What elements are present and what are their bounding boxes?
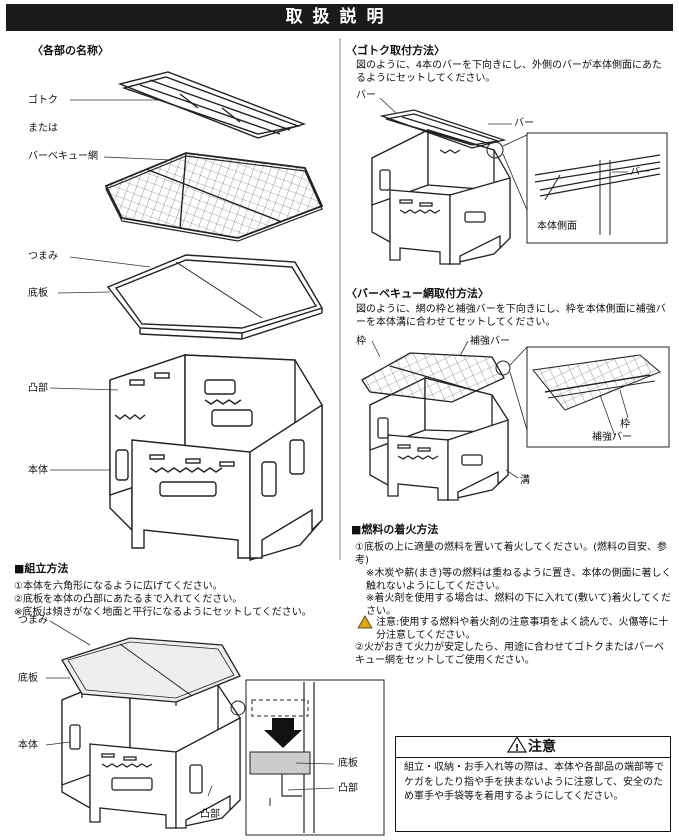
net-detail-label-frame: 枠 xyxy=(620,419,630,430)
warning-icon xyxy=(357,615,373,629)
gotoku-install-illustration xyxy=(371,109,511,265)
ignition-heading: ■燃料の着火方法 xyxy=(351,523,439,536)
gotoku-label-bar-detail: バー xyxy=(630,167,650,178)
label-knob: つまみ xyxy=(28,251,58,262)
page-title: 取扱説明 xyxy=(6,4,673,31)
bbq-net-illustration xyxy=(104,152,324,242)
assembly-label-bottom-plate: 底板 xyxy=(18,673,38,684)
assembly-label-body: 本体 xyxy=(18,740,38,751)
detail-label-protrusion: 凸部 xyxy=(338,783,358,794)
label-bbq-net: バーベキュー網 xyxy=(28,151,98,162)
ignition-note-2: ※着火剤を使用する場合は、燃料の下に入れて(敷いて)着火してください。 xyxy=(366,593,671,617)
ignition-warning: 注意:使用する燃料や着火剤の注意事項をよく読んで、火傷等に十分注意してください。 xyxy=(376,617,669,641)
net-label-groove: 溝 xyxy=(520,475,530,486)
assembly-illustration xyxy=(61,637,241,829)
gotoku-detail-box xyxy=(526,132,668,244)
assembly-step-1: ①本体を六角形になるように広げてください。 xyxy=(14,581,223,592)
assembly-detail-box xyxy=(245,679,385,836)
net-label-reinforce-bar: 補強バー xyxy=(470,336,510,347)
net-install-illustration xyxy=(361,352,509,501)
body-illustration xyxy=(109,354,323,561)
net-install-heading: 〈バーベキュー網取付方法〉 xyxy=(346,287,489,300)
net-install-desc: 図のように、網の枠と補強バーを下向きにし、枠を本体側面に補強バーを本体溝に合わせ… xyxy=(356,304,666,328)
label-protrusion: 凸部 xyxy=(28,383,48,394)
assembly-heading: ■組立方法 xyxy=(14,562,69,575)
label-body: 本体 xyxy=(28,465,48,476)
label-or: または xyxy=(28,123,58,134)
caution-box: 注意 組立・収納・お手入れ等の際は、本体や各部品の端部等でケガをしたり指や手を挟… xyxy=(395,736,671,832)
gotoku-label-bar-right: バー xyxy=(514,118,534,129)
parts-heading: 〈各部の名称〉 xyxy=(32,44,109,57)
ignition-step-1: ①底板の上に適量の燃料を置いて着火してください。(燃料の目安、参考) xyxy=(355,542,667,566)
gotoku-install-heading: 〈ゴトク取付方法〉 xyxy=(346,44,445,57)
ignition-step-2: ②火がおきて火力が安定したら、用途に合わせてゴトクまたはバーベキュー網をセットし… xyxy=(355,642,664,666)
assembly-label-protrusion: 凸部 xyxy=(200,809,220,820)
ignition-note-1: ※木炭や薪(まき)等の燃料は重ねるように置き、本体の側面に著しく触れないようにし… xyxy=(366,568,672,592)
net-label-frame: 枠 xyxy=(356,336,366,347)
net-detail-label-reinforce-bar: 補強バー xyxy=(592,432,632,443)
bottom-plate-illustration xyxy=(106,254,324,340)
detail-label-bottom-plate: 底板 xyxy=(338,758,358,769)
caution-title-text: 注意 xyxy=(528,739,556,755)
caution-title: 注意 xyxy=(396,737,670,757)
gotoku-install-desc: 図のように、4本のバーを下向きにし、外側のバーが本体側面にあたるようにセットして… xyxy=(356,60,663,84)
assembly-note: ※底板は傾きがなく地面と平行になるようにセットしてください。 xyxy=(14,607,312,618)
gotoku-illustration xyxy=(117,71,307,139)
caution-icon xyxy=(506,735,528,753)
gotoku-label-bar-left: バー xyxy=(356,90,376,101)
label-bottom-plate: 底板 xyxy=(28,288,48,299)
gotoku-label-side: 本体側面 xyxy=(537,221,577,232)
assembly-step-2: ②底板を本体の凸部にあたるまで入れてください。 xyxy=(14,594,243,605)
net-detail-box xyxy=(526,346,670,448)
caution-divider xyxy=(396,757,670,758)
caution-body: 組立・収納・お手入れ等の際は、本体や各部品の端部等でケガをしたり指や手を挟まない… xyxy=(404,762,664,802)
label-gotoku: ゴトク xyxy=(28,95,58,106)
svg-text:!: ! xyxy=(515,743,520,754)
assembly-label-knob: つまみ xyxy=(18,615,48,626)
